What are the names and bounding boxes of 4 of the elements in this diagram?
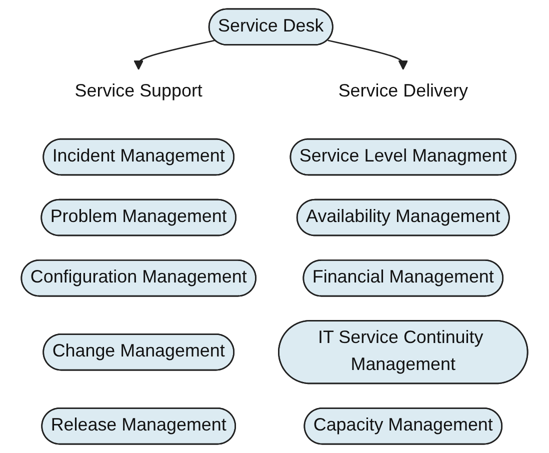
node-text: Service Delivery [338, 82, 468, 101]
arrow [134, 40, 216, 70]
arrow [328, 40, 408, 70]
node-text: Service Support [74, 82, 202, 101]
